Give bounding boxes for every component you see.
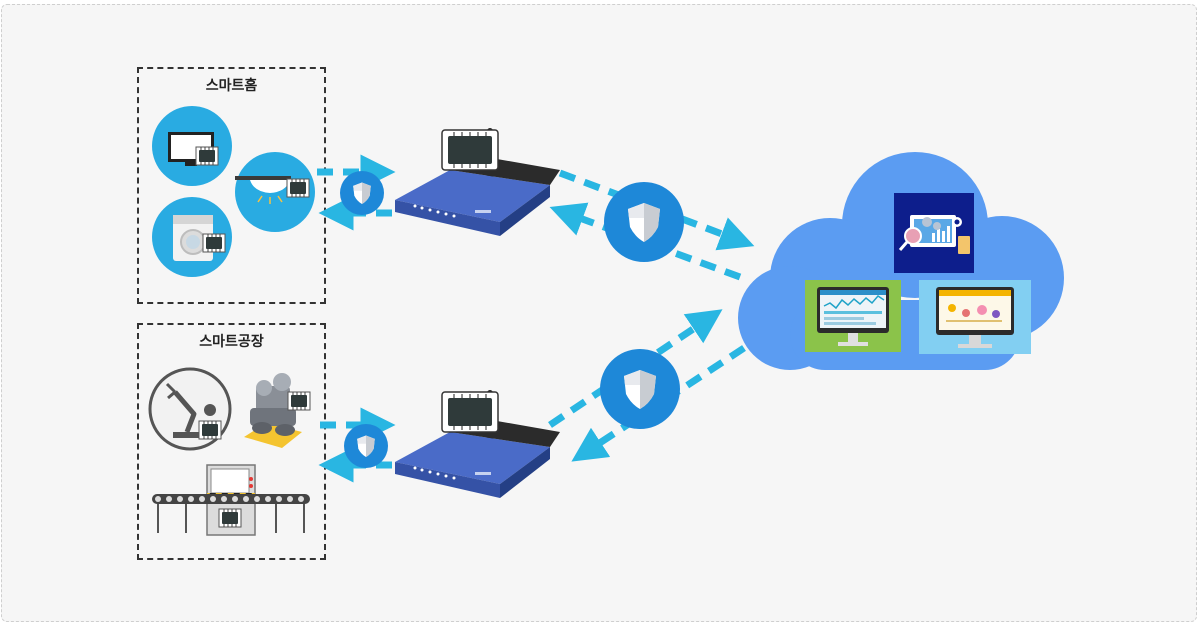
smart-home-title: 스마트홈 <box>205 78 258 94</box>
dashboard-monitor-icon <box>919 280 1031 354</box>
shield-icon <box>600 349 680 429</box>
shield-icon <box>344 424 388 468</box>
shield-icon <box>604 182 684 262</box>
router-icon <box>394 389 561 499</box>
analytics-icon <box>894 193 974 273</box>
arrow-router-to-cloud-top <box>558 169 755 251</box>
monitor-icon <box>152 106 232 186</box>
arrow-cloud-to-router-bottom <box>571 345 746 462</box>
conveyor-belt-icon <box>152 464 310 536</box>
robot-arm-icon <box>148 367 232 451</box>
factory-machine-icon <box>244 373 311 448</box>
washing-machine-icon <box>152 197 232 277</box>
arrow-router-to-cloud-bottom <box>548 309 723 428</box>
router-icon <box>394 127 561 237</box>
shield-icon <box>340 171 384 215</box>
smart-factory-group: 스마트공장 <box>137 323 326 560</box>
dashboard-monitor-icon <box>805 280 901 352</box>
smart-home-group: 스마트홈 <box>137 67 326 304</box>
ceiling-light-icon <box>235 152 315 232</box>
smart-factory-title: 스마트공장 <box>199 334 264 350</box>
